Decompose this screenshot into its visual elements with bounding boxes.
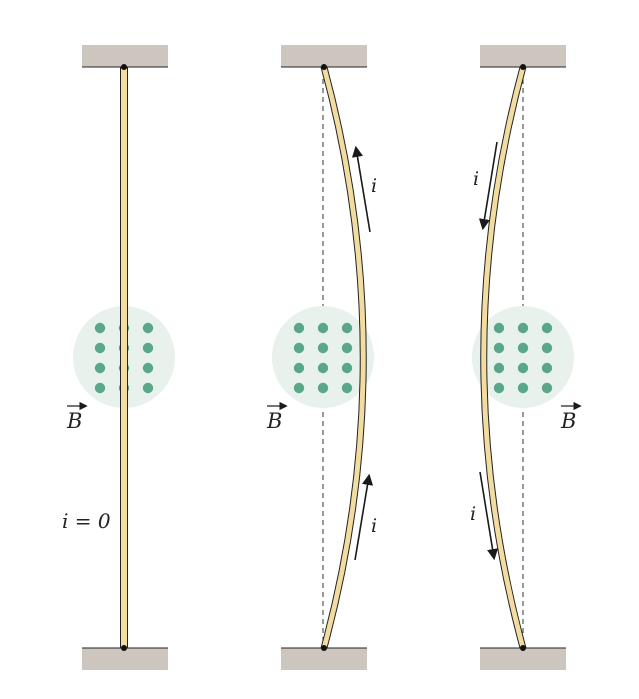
current-label-lower: i	[371, 515, 377, 537]
field-dots	[493, 322, 553, 394]
panel-current-down: i i B	[470, 45, 582, 670]
field-dot	[541, 362, 553, 374]
current-label-lower: i	[470, 503, 476, 525]
field-dot	[341, 322, 353, 334]
current-zero-label: i = 0	[62, 509, 111, 533]
bottom-support	[281, 648, 367, 670]
bottom-support	[82, 648, 168, 670]
current-arrow-upper	[478, 141, 498, 231]
field-dot	[341, 342, 353, 354]
field-dot	[293, 382, 305, 394]
wire	[120, 67, 128, 649]
top-support	[480, 45, 566, 67]
bottom-pin	[321, 645, 327, 651]
field-dot	[517, 362, 529, 374]
top-pin	[121, 64, 127, 70]
field-dot	[541, 342, 553, 354]
field-dot	[317, 322, 329, 334]
field-dot	[94, 382, 106, 394]
field-dot	[94, 342, 106, 354]
field-label: B	[266, 401, 288, 433]
field-symbol: B	[66, 409, 82, 433]
current-arrow-lower	[354, 473, 374, 561]
field-dot	[317, 382, 329, 394]
bottom-pin	[520, 645, 526, 651]
field-label: B	[560, 401, 582, 433]
top-support	[281, 45, 367, 67]
field-dot	[493, 322, 505, 334]
current-label-upper: i	[371, 175, 377, 197]
panel-no-current: B i = 0	[62, 45, 175, 670]
field-dot	[317, 362, 329, 374]
current-label-upper: i	[473, 168, 479, 190]
field-dot	[142, 362, 154, 374]
top-support	[82, 45, 168, 67]
current-arrow-upper	[351, 145, 371, 233]
panel-current-up: i i B	[266, 45, 377, 670]
field-dot	[94, 322, 106, 334]
field-dot	[293, 322, 305, 334]
field-dot	[517, 342, 529, 354]
field-dot	[293, 362, 305, 374]
top-pin	[321, 64, 327, 70]
field-dots	[293, 322, 353, 394]
field-dot	[493, 362, 505, 374]
field-dot	[517, 382, 529, 394]
field-dot	[493, 382, 505, 394]
field-dot	[493, 342, 505, 354]
bottom-pin	[121, 645, 127, 651]
field-dot	[341, 362, 353, 374]
field-dot	[94, 362, 106, 374]
field-dot	[293, 342, 305, 354]
current-arrow-lower	[479, 471, 499, 561]
field-dot	[142, 342, 154, 354]
field-dot	[142, 322, 154, 334]
field-dot	[517, 322, 529, 334]
field-dot	[341, 382, 353, 394]
field-dot	[541, 382, 553, 394]
top-pin	[520, 64, 526, 70]
field-label: B	[66, 401, 88, 433]
field-symbol: B	[266, 409, 282, 433]
field-symbol: B	[560, 409, 576, 433]
field-dot	[317, 342, 329, 354]
field-dot	[142, 382, 154, 394]
bottom-support	[480, 648, 566, 670]
field-dot	[541, 322, 553, 334]
